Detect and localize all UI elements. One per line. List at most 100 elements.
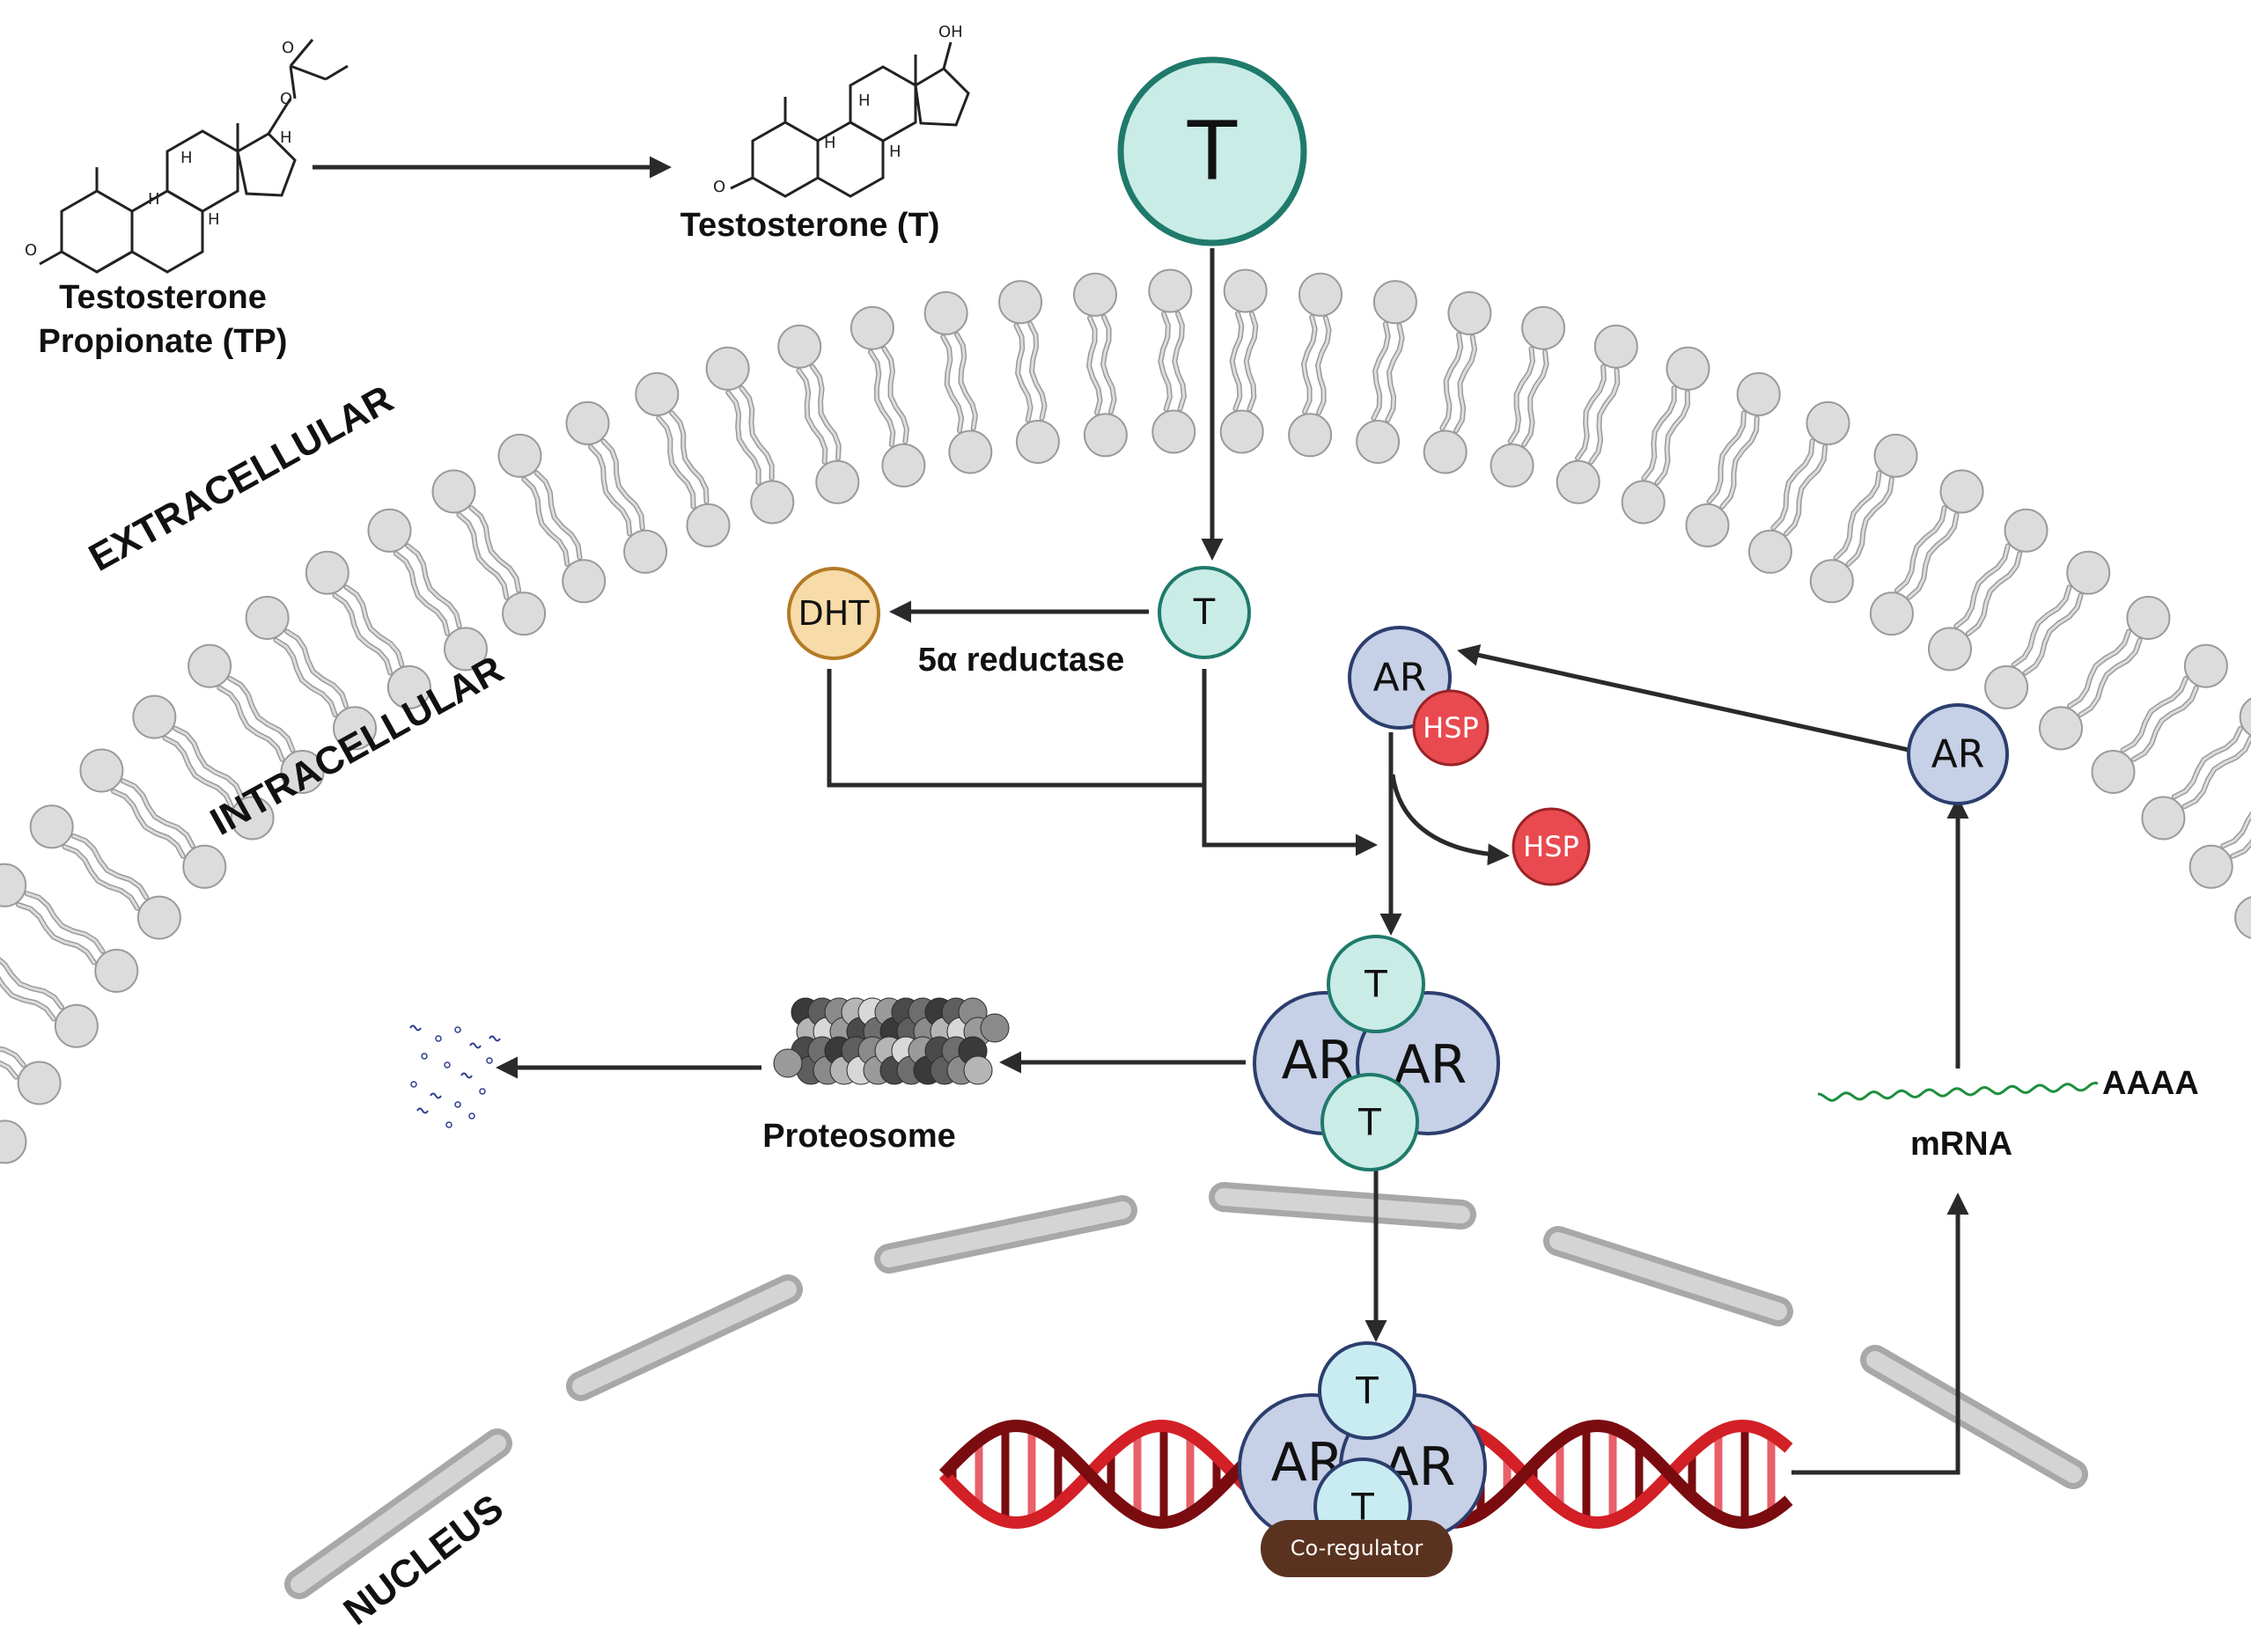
lipid-head-inner: [562, 559, 607, 604]
t-intracellular-label: T: [1193, 592, 1216, 633]
tp-hydrogen-17: H: [280, 128, 292, 147]
lipid-head-outer: [132, 694, 177, 739]
lipid-tail: [0, 1047, 26, 1067]
lipid-head-outer: [2004, 508, 2049, 553]
peptide-fragment: [444, 1061, 451, 1068]
lipid-head-inner: [54, 1003, 99, 1048]
lipid-tail: [726, 391, 761, 484]
lipid-tail: [2231, 841, 2251, 858]
proteosome-label: Proteosome: [762, 1118, 956, 1155]
lipid-head-outer: [305, 550, 349, 595]
co-regulator: Co-regulator: [1261, 1520, 1453, 1577]
transcription-arrow: [1791, 1193, 1969, 1475]
testosterone-structure: [730, 41, 970, 198]
lipid-tail: [739, 386, 774, 480]
lipid-tail: [1454, 335, 1476, 432]
lipid-tail: [1014, 324, 1033, 422]
released-hsp: HSP: [1512, 807, 1591, 886]
dimer-ar-left-label: AR: [1282, 1030, 1355, 1091]
t-hydroxyl: OH: [938, 23, 963, 41]
new-ar-protein: AR: [1907, 703, 2009, 805]
tp-hydrogen-14: H: [208, 210, 220, 229]
lipid-head-outer: [245, 596, 290, 640]
lipid-head-outer: [565, 400, 610, 445]
tp-hydrogen-9: H: [148, 190, 160, 209]
lipid-tail: [17, 903, 96, 964]
lipid-tail: [2012, 585, 2071, 666]
lipid-tail: [1589, 369, 1619, 464]
lipid-tail: [394, 552, 449, 635]
lipid-tail: [217, 686, 283, 761]
lipid-head-outer: [1073, 272, 1117, 317]
lipid-head-outer: [79, 748, 124, 793]
lipid-head-outer: [2239, 697, 2251, 737]
peptide-fragment: [469, 1042, 482, 1049]
lipid-head-inner: [815, 459, 860, 504]
lipid-head-outer: [1593, 324, 1638, 369]
lipid-tail: [1101, 315, 1116, 414]
lipid-tail: [2078, 638, 2141, 716]
peptide-fragment: [409, 1024, 422, 1032]
lipid-tail: [1576, 365, 1606, 460]
lipid-head-inner: [2188, 844, 2233, 889]
lipid-head-inner: [94, 949, 139, 993]
new-ar-label: AR: [1931, 732, 1985, 777]
nuclear-t-top-label: T: [1355, 1369, 1379, 1413]
lipid-tail: [883, 347, 908, 444]
mrna-strand: [1817, 1081, 2099, 1102]
peptide-fragment: [454, 1026, 461, 1033]
t-hydrogen-9: H: [824, 134, 836, 152]
lipid-tail: [2068, 630, 2130, 708]
lipid-tail: [1316, 316, 1331, 415]
lipid-tail: [285, 630, 348, 708]
ar-t-dimer-cytoplasm: AR AR T T: [1253, 935, 1500, 1171]
lipid-tail: [63, 845, 139, 910]
lipid-head-inner: [2091, 750, 2136, 794]
lipid-tail: [121, 779, 195, 848]
lipid-tail: [522, 478, 569, 566]
lipid-tail: [164, 737, 233, 808]
lipid-head-outer: [1939, 469, 1984, 514]
lipid-head-inner: [1621, 480, 1666, 525]
lipid-head-inner: [1556, 459, 1600, 504]
lipid-tail: [533, 470, 583, 561]
testosterone-propionate-structure: [39, 39, 349, 274]
lipid-tail: [1231, 312, 1243, 410]
lipid-tail: [1028, 322, 1047, 420]
lipid-head-inner: [444, 627, 488, 672]
lipid-head-inner: [881, 443, 926, 488]
peptide-fragment: [489, 1035, 501, 1042]
testosterone-extracellular: T: [1117, 56, 1307, 246]
proteasome-subunit: [773, 1048, 803, 1078]
lipid-tail: [112, 789, 185, 858]
lipid-head-outer: [705, 346, 750, 391]
lipid-tail: [26, 892, 104, 953]
lipid-tail: [2173, 727, 2242, 798]
lipid-head-inner: [0, 1120, 27, 1164]
lipid-tail: [1708, 411, 1746, 503]
lipid-head-inner: [686, 503, 731, 547]
lipid-tail: [1656, 391, 1689, 484]
lipid-tail: [228, 677, 294, 752]
peptide-fragment: [479, 1088, 486, 1095]
lipid-head-inner: [17, 1061, 62, 1105]
lipid-head-outer: [1148, 268, 1193, 313]
testosterone-propionate-label-line2: Propionate (TP): [39, 323, 288, 360]
peptide-fragment: [460, 1072, 473, 1079]
lipid-tail: [72, 834, 148, 899]
peptide-fragment: [486, 1057, 493, 1064]
dimer-t-top-label: T: [1364, 963, 1387, 1006]
lipid-tail: [589, 445, 631, 535]
lipid-tail: [798, 369, 827, 464]
nuclear-envelope: [284, 1182, 2088, 1599]
lipid-head-outer: [777, 324, 822, 369]
lipid-tail: [869, 350, 894, 446]
co-regulator-label: Co-regulator: [1291, 1536, 1423, 1560]
lipid-tail: [2221, 813, 2251, 848]
hsp-release-arrow: [1390, 774, 1510, 866]
lipid-head-outer: [1521, 305, 1566, 350]
lipid-tail: [0, 1046, 26, 1068]
ar-return-arrow: [1457, 644, 1909, 753]
lipid-head-outer: [923, 290, 968, 335]
lipid-tail: [1159, 312, 1172, 411]
